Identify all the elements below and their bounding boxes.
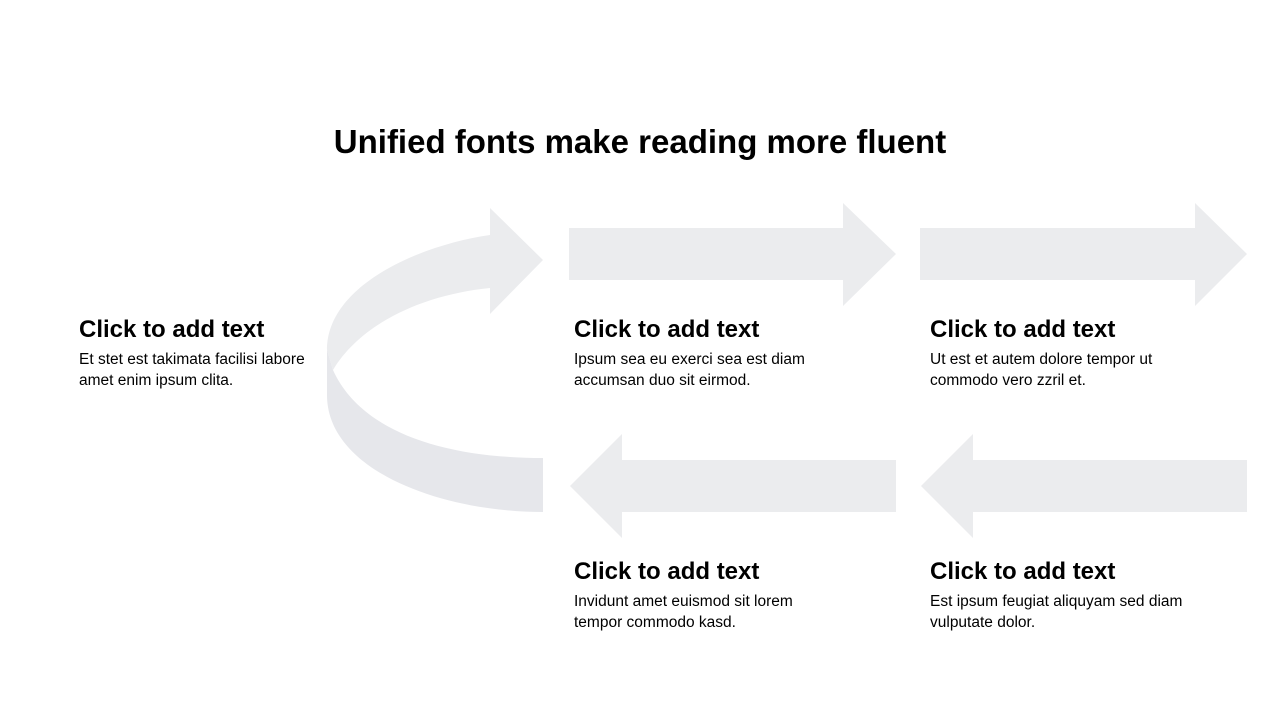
block-body: Ipsum sea eu exerci sea est diam accumsa… [574, 351, 805, 389]
block-body: Invidunt amet euismod sit lorem tempor c… [574, 593, 793, 631]
block-body: Ut est et autem dolore tempor ut commodo… [930, 351, 1153, 389]
block-heading: Click to add text [79, 316, 265, 343]
block-heading: Click to add text [574, 316, 760, 343]
left-arrow-2 [921, 434, 1247, 538]
block-body: Est ipsum feugiat aliquyam sed diam vulp… [930, 593, 1183, 631]
right-arrow-2 [920, 203, 1247, 306]
left-arrow-1 [570, 434, 896, 538]
block-body: Et stet est takimata facilisi labore ame… [79, 351, 305, 389]
text-block-2[interactable]: Click to add text Ipsum sea eu exerci se… [574, 315, 834, 391]
text-block-1[interactable]: Click to add text Et stet est takimata f… [79, 315, 309, 391]
slide-title: Unified fonts make reading more fluent [333, 123, 947, 160]
text-block-3[interactable]: Click to add text Ut est et autem dolore… [930, 315, 1190, 391]
block-heading: Click to add text [574, 558, 760, 585]
text-block-5[interactable]: Click to add text Est ipsum feugiat aliq… [930, 557, 1200, 633]
block-heading: Click to add text [930, 316, 1116, 343]
curved-arrow-lower [327, 350, 543, 512]
block-heading: Click to add text [930, 558, 1116, 585]
text-block-4[interactable]: Click to add text Invidunt amet euismod … [574, 557, 834, 633]
right-arrow-1 [569, 203, 896, 306]
curved-arrow-upper [327, 208, 543, 370]
